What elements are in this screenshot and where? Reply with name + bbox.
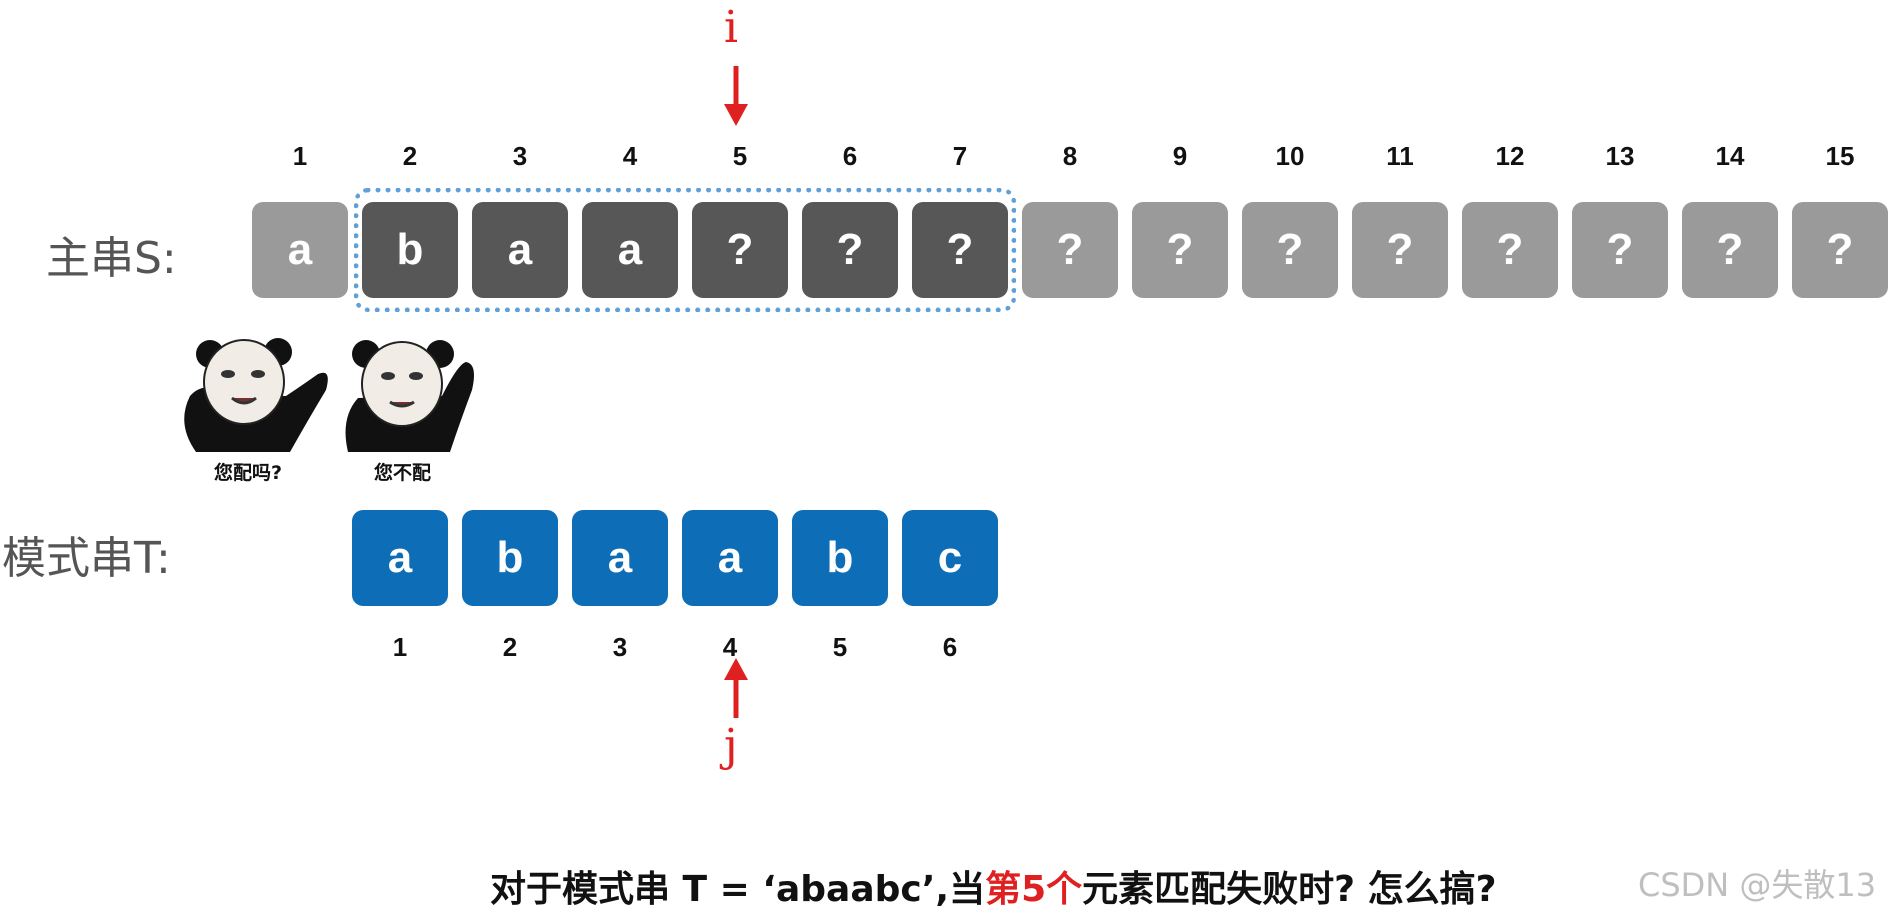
main-index-12: 12 xyxy=(1495,141,1525,171)
watermark: CSDN @失散13 xyxy=(1638,866,1877,904)
pattern-string-label: 模式串T: xyxy=(2,533,171,584)
main-cell-3: a xyxy=(472,202,568,298)
pattern-cell-6: c xyxy=(902,510,998,606)
main-index-6: 6 xyxy=(842,141,858,171)
main-index-13: 13 xyxy=(1605,141,1635,171)
meme-2-caption: 您不配 xyxy=(374,462,432,484)
panda-meme-1-image xyxy=(184,338,328,452)
pointer-j-label: j xyxy=(724,720,738,771)
main-cell-11: ? xyxy=(1352,202,1448,298)
main-index-14: 14 xyxy=(1715,141,1745,171)
panda-meme-2-image xyxy=(345,340,474,452)
pointer-i-arrow xyxy=(724,66,748,126)
pattern-cell-2: b xyxy=(462,510,558,606)
pattern-cell-5: b xyxy=(792,510,888,606)
pattern-index-3: 3 xyxy=(612,632,628,662)
main-cell-2: b xyxy=(362,202,458,298)
main-cell-9: ? xyxy=(1132,202,1228,298)
main-cell-6: ? xyxy=(802,202,898,298)
pattern-index-2: 2 xyxy=(502,632,518,662)
main-cell-10: ? xyxy=(1242,202,1338,298)
caption: 对于模式串 T = ‘abaabc’,当第5个元素匹配失败时? 怎么搞? xyxy=(490,860,1496,912)
main-cell-8: ? xyxy=(1022,202,1118,298)
main-cell-5: ? xyxy=(692,202,788,298)
caption-prefix: 对于模式串 T = ‘abaabc’,当 xyxy=(490,869,986,910)
main-cell-15: ? xyxy=(1792,202,1888,298)
main-cell-1: a xyxy=(252,202,348,298)
caption-suffix: 元素匹配失败时? 怎么搞? xyxy=(1082,869,1497,910)
main-index-10: 10 xyxy=(1275,141,1305,171)
matched-prefix-highlight xyxy=(354,188,1016,312)
pattern-index-6: 6 xyxy=(942,632,958,662)
main-index-5: 5 xyxy=(732,141,748,171)
main-cell-12: ? xyxy=(1462,202,1558,298)
pattern-cell-4: a xyxy=(682,510,778,606)
main-index-9: 9 xyxy=(1172,141,1188,171)
main-index-1: 1 xyxy=(292,141,308,171)
meme-1-caption: 您配吗? xyxy=(214,462,283,484)
main-cell-14: ? xyxy=(1682,202,1778,298)
main-string-label: 主串S: xyxy=(46,233,177,284)
main-index-11: 11 xyxy=(1386,141,1414,171)
main-cell-13: ? xyxy=(1572,202,1668,298)
pattern-cell-3: a xyxy=(572,510,668,606)
pattern-index-1: 1 xyxy=(392,632,408,662)
main-index-8: 8 xyxy=(1062,141,1078,171)
main-cell-4: a xyxy=(582,202,678,298)
pointer-i-label: i xyxy=(724,2,739,53)
pattern-cell-1: a xyxy=(352,510,448,606)
pattern-index-4: 4 xyxy=(722,632,738,662)
main-index-3: 3 xyxy=(512,141,528,171)
main-index-4: 4 xyxy=(622,141,638,171)
main-index-7: 7 xyxy=(952,141,968,171)
main-index-15: 15 xyxy=(1825,141,1855,171)
main-index-2: 2 xyxy=(402,141,418,171)
main-cell-7: ? xyxy=(912,202,1008,298)
pointer-j-arrow xyxy=(724,658,748,718)
caption-highlight: 第5个 xyxy=(985,869,1083,910)
pattern-index-5: 5 xyxy=(832,632,848,662)
